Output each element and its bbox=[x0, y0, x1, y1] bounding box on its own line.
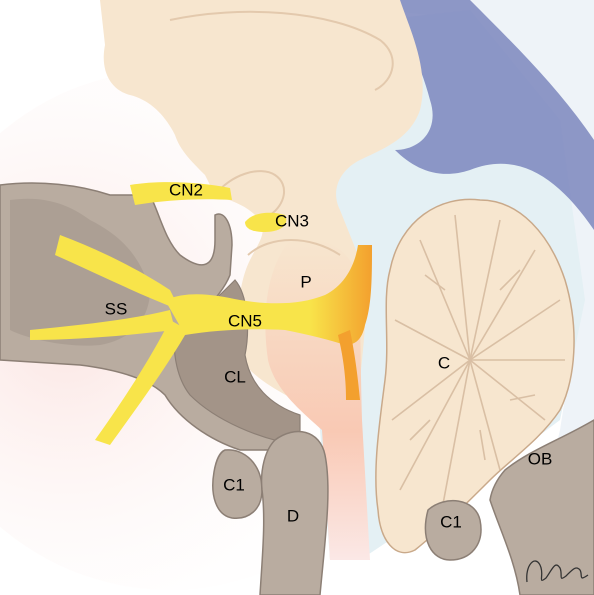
label-ob: OB bbox=[528, 449, 553, 468]
label-cn5: CN5 bbox=[228, 311, 262, 330]
label-c1-left: C1 bbox=[223, 475, 245, 494]
label-ss: SS bbox=[105, 299, 128, 318]
label-c1-right: C1 bbox=[440, 512, 462, 531]
label-cn3: CN3 bbox=[275, 211, 309, 230]
label-c: C bbox=[438, 353, 450, 372]
label-cl: CL bbox=[224, 367, 246, 386]
label-p: P bbox=[300, 272, 311, 291]
label-cn2: CN2 bbox=[169, 180, 203, 199]
label-d: D bbox=[287, 506, 299, 525]
